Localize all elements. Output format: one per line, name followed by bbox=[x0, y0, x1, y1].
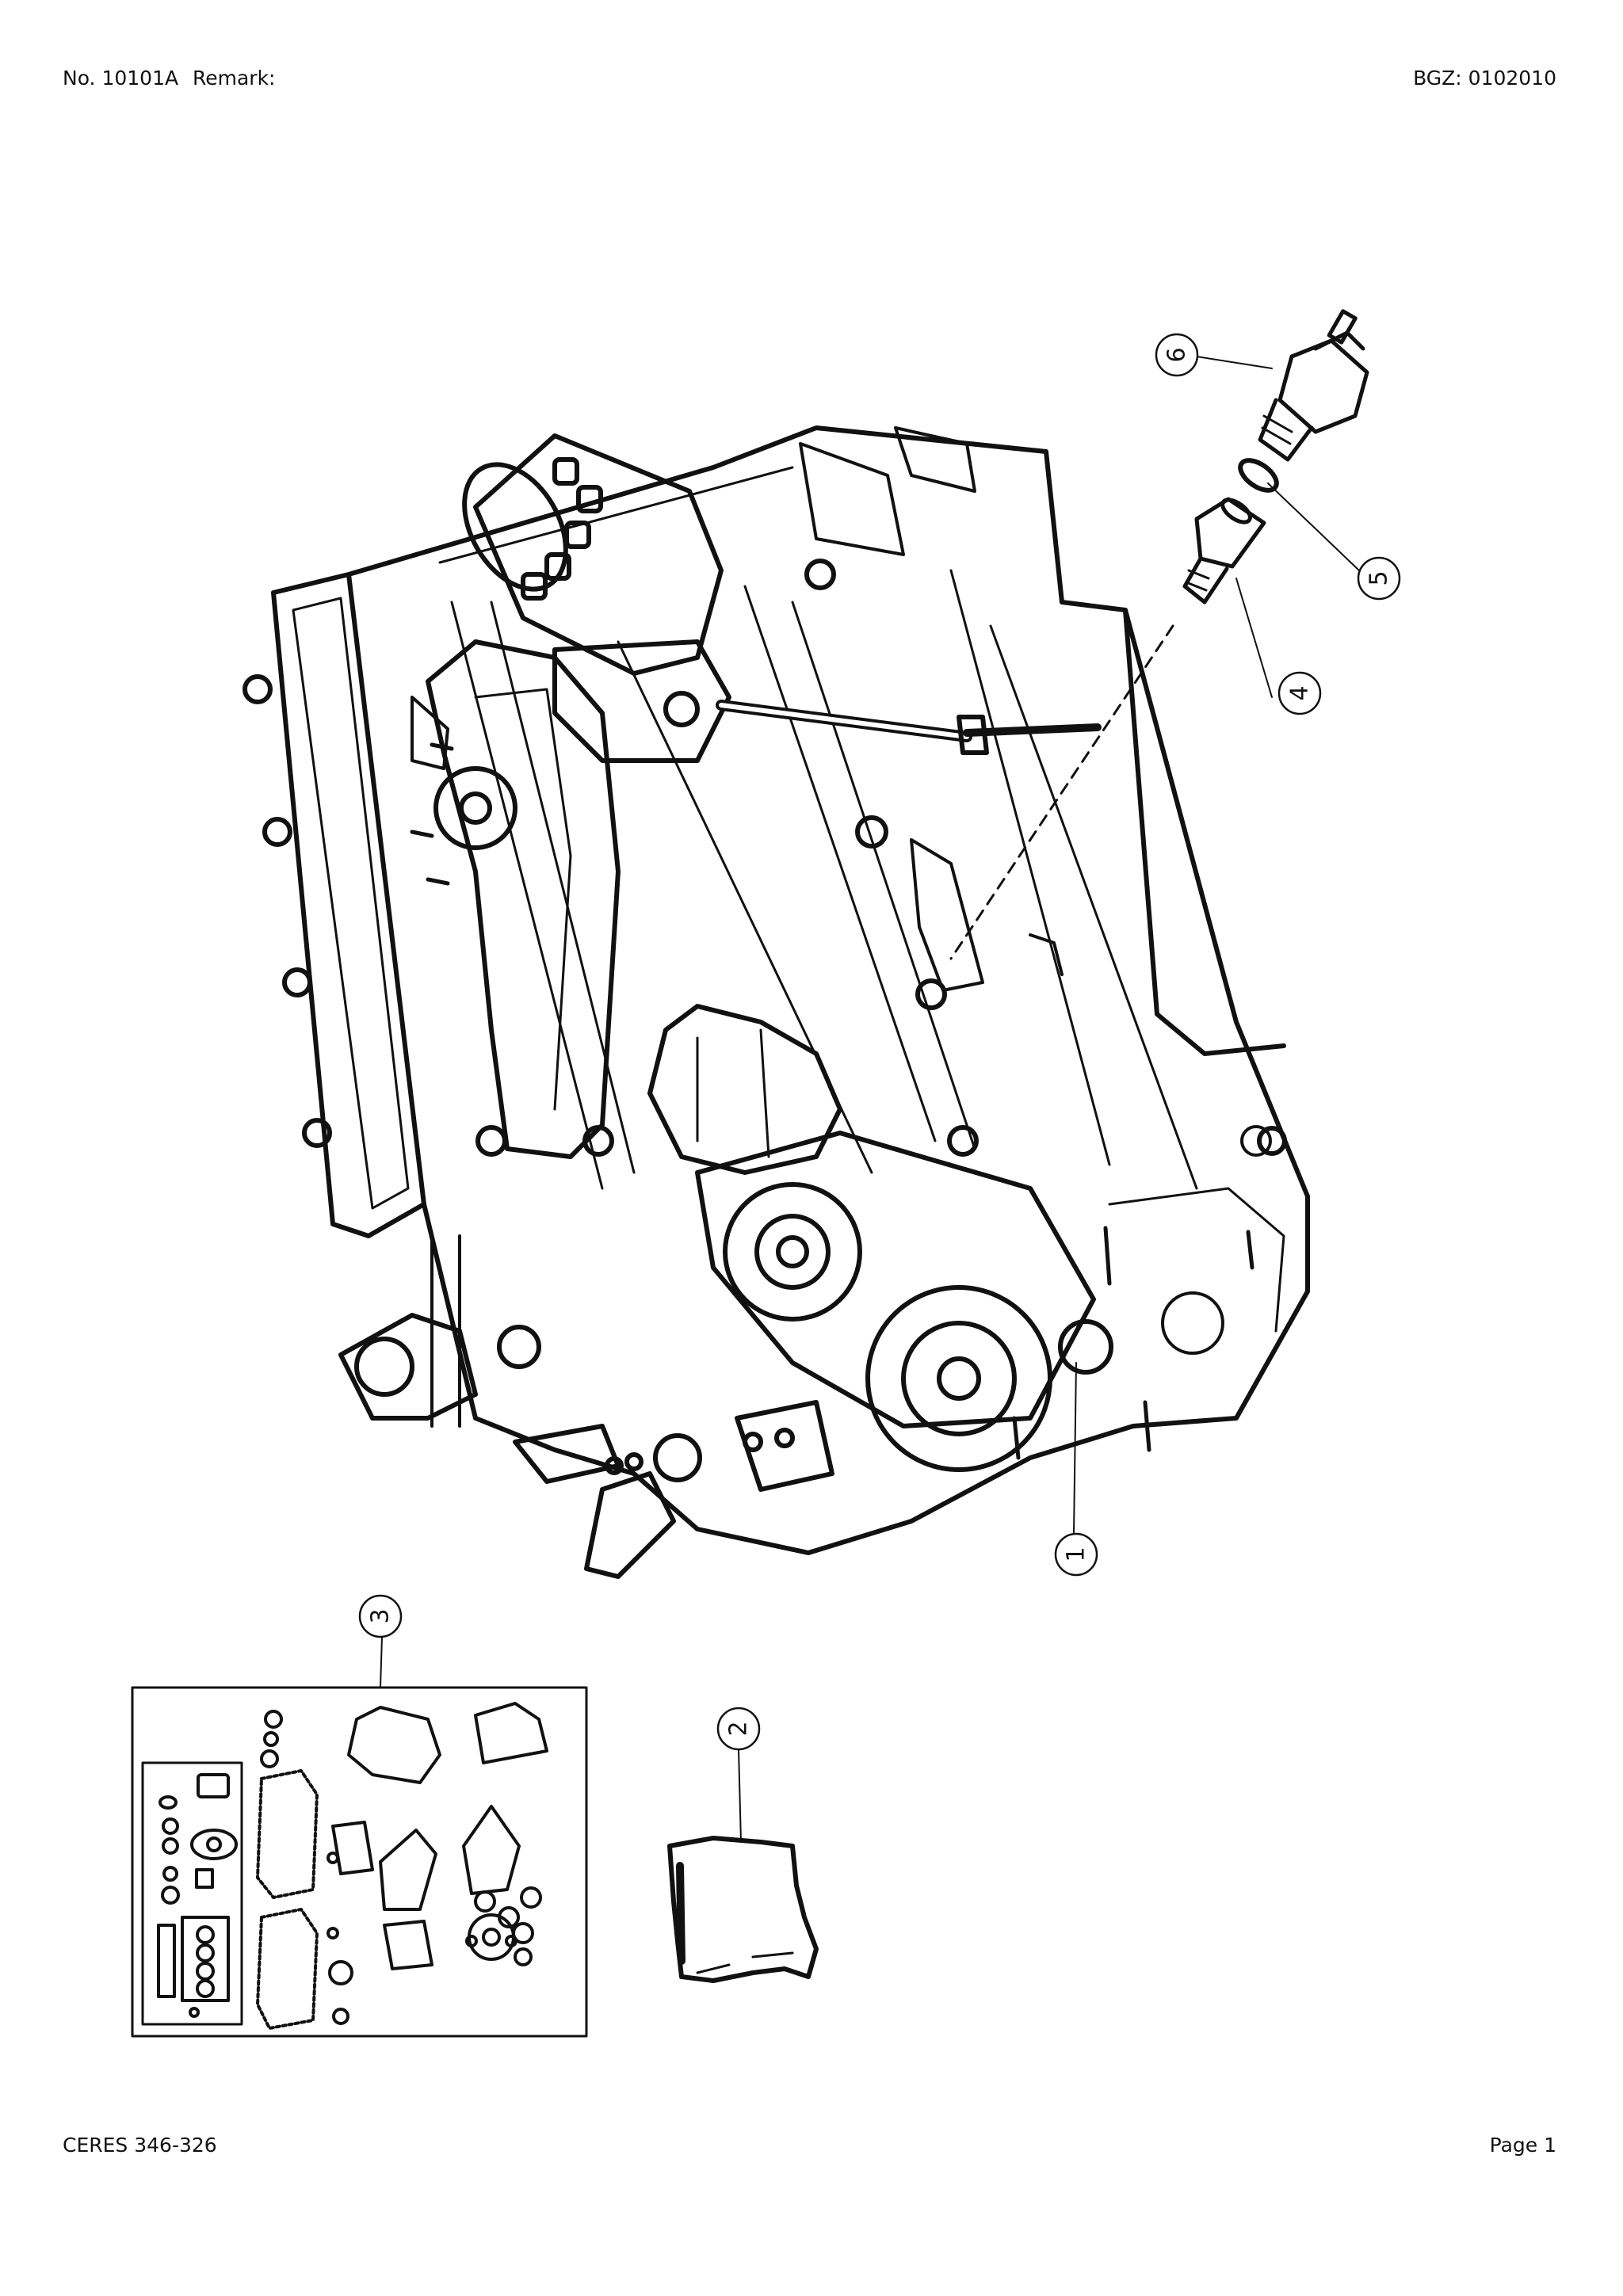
callout-1: 1 bbox=[1063, 1547, 1090, 1562]
sealing-ring bbox=[1238, 458, 1279, 493]
callout-6: 6 bbox=[1163, 347, 1191, 362]
remark-label: Remark: bbox=[193, 67, 276, 90]
document-number: No. 10101A bbox=[63, 67, 179, 90]
callout-3: 3 bbox=[367, 1608, 395, 1623]
gasket-kit-panel bbox=[131, 1686, 588, 2038]
callout-4: 4 bbox=[1286, 685, 1314, 700]
oil-pressure-switch bbox=[1258, 309, 1369, 462]
page-number: Page 1 bbox=[1489, 2134, 1556, 2157]
callout-2: 2 bbox=[725, 1721, 753, 1736]
bgz-code: BGZ: 0102010 bbox=[1413, 67, 1556, 90]
adapter-fitting bbox=[1182, 497, 1266, 605]
sealant-bag bbox=[667, 1836, 819, 1983]
engine-assembly bbox=[242, 425, 1310, 1579]
model-name: CERES 346-326 bbox=[63, 2134, 217, 2157]
callout-5: 5 bbox=[1365, 570, 1393, 585]
